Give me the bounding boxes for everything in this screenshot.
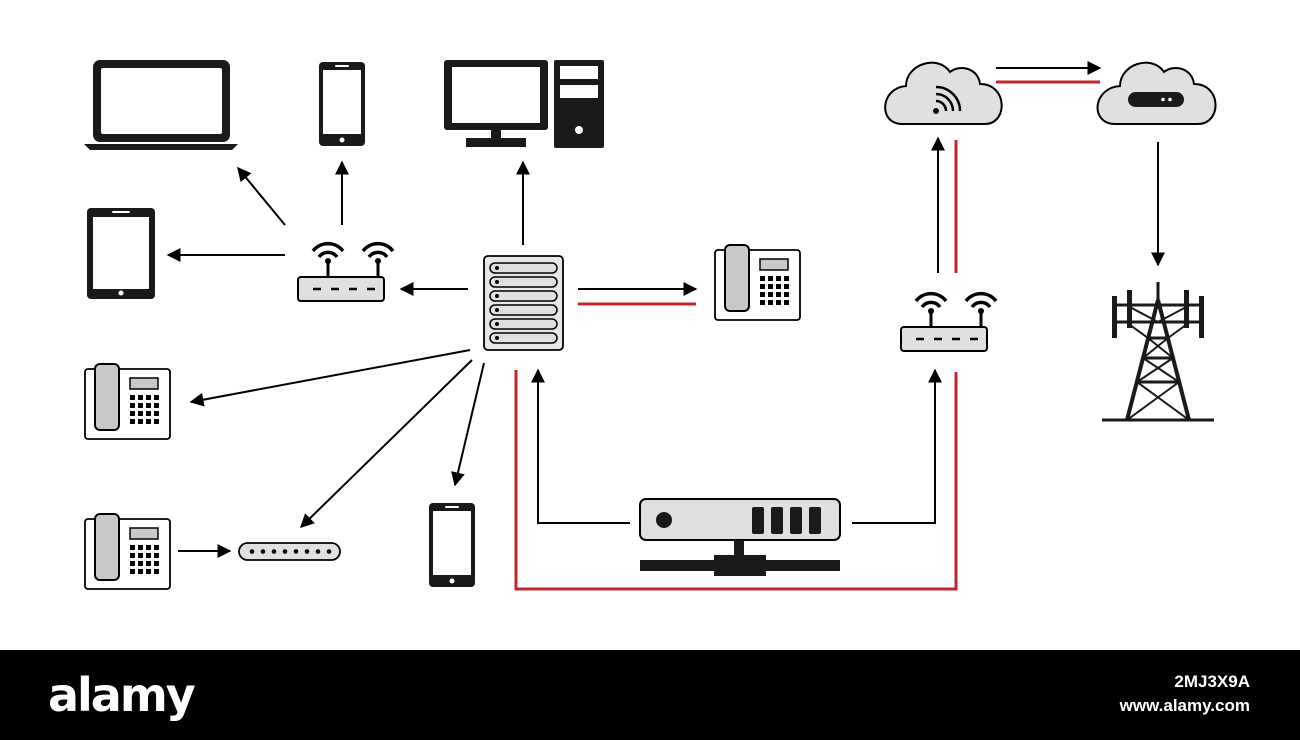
cloud-server-icon: [1096, 61, 1217, 125]
wifi-router-icon-left: [296, 241, 395, 303]
server-rack-icon: [483, 255, 564, 351]
brand-logo[interactable]: alamy: [48, 668, 196, 722]
wifi-router-icon-right: [899, 291, 998, 353]
cloud-wifi-icon: [884, 61, 1003, 125]
desktop-computer-icon: [444, 60, 604, 148]
desk-phone-icon-left-1: [84, 363, 171, 440]
desk-phone-icon-left-2: [84, 513, 171, 590]
red-link-lines: [514, 80, 1100, 591]
laptop-icon: [84, 60, 238, 150]
tablet-icon: [87, 208, 155, 299]
desk-phone-icon-right: [714, 244, 801, 321]
cell-tower-icon: [1102, 282, 1214, 422]
site-url[interactable]: www.alamy.com: [1119, 696, 1250, 715]
image-id: 2MJ3X9A: [1174, 672, 1250, 691]
modem-icon: [639, 498, 841, 576]
connection-arrows: [166, 61, 1165, 558]
network-switch-icon: [238, 542, 341, 561]
footer-bar: alamy 2MJ3X9A www.alamy.com: [0, 650, 1300, 740]
network-diagram: [84, 60, 1217, 591]
smartphone-icon-bottom: [429, 503, 475, 587]
smartphone-icon-top: [319, 62, 365, 146]
